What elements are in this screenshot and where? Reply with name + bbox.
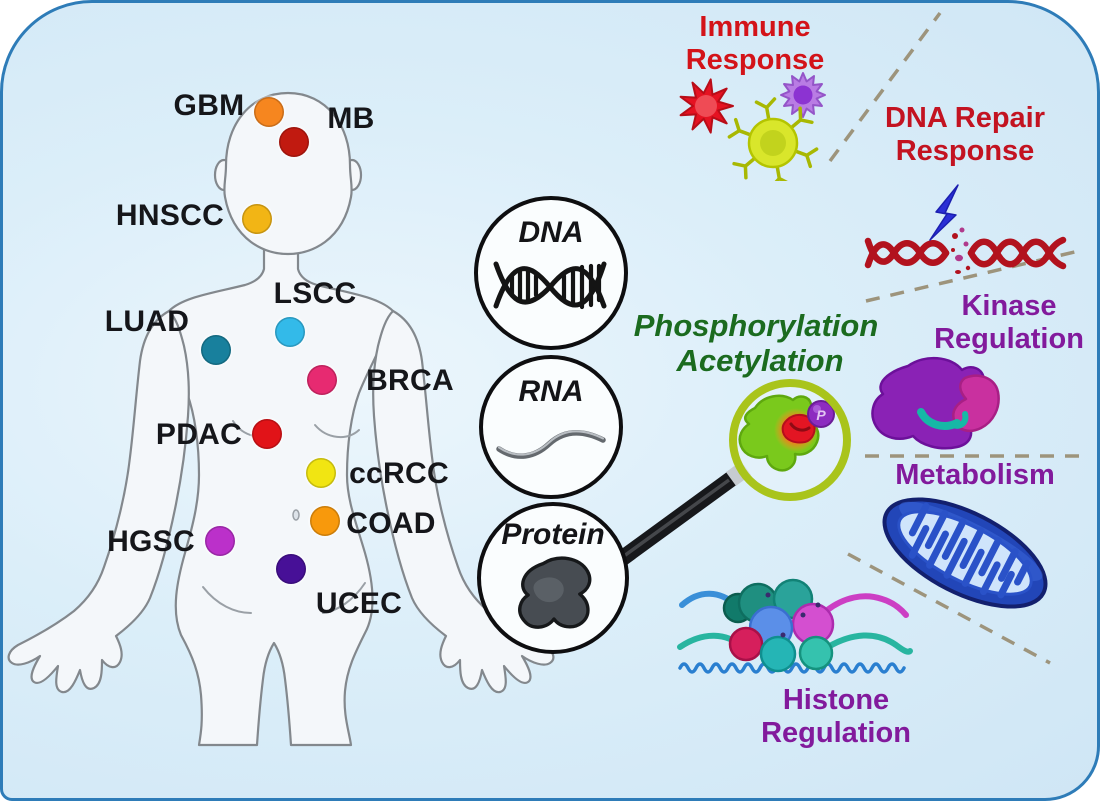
heading-metabolism: Metabolism xyxy=(895,459,1055,491)
mitochondrion-icon xyxy=(882,497,1048,609)
cancer-label-luad: LUAD xyxy=(104,305,190,338)
cancer-label-ucec: UCEC xyxy=(315,587,403,620)
phospho-badge: P xyxy=(807,400,835,428)
cancer-label-hnscc: HNSCC xyxy=(115,199,225,232)
omics-node-dna: DNA xyxy=(474,196,628,350)
cancer-dot-mb xyxy=(279,127,309,157)
heading-dna-repair-response: DNA Repair Response xyxy=(884,102,1046,167)
dna-label: DNA xyxy=(518,216,584,249)
dna-helix-icon xyxy=(493,261,607,310)
dna-damage-icon xyxy=(864,184,1067,274)
phospho-badge-label: P xyxy=(816,407,826,423)
protein-blob-icon xyxy=(518,556,592,629)
cancer-dot-brca xyxy=(307,365,337,395)
cancer-dot-luad xyxy=(201,335,231,365)
cancer-dot-lscc xyxy=(275,317,305,347)
ptm-acetylation-label: Acetylation xyxy=(676,343,844,378)
omics-node-protein: Protein xyxy=(477,502,629,654)
heading-histone-regulation: Histone Regulation xyxy=(761,684,911,749)
cancer-label-coad: COAD xyxy=(346,507,436,540)
nucleosome-icon xyxy=(677,578,913,674)
protein-label: Protein xyxy=(501,518,605,551)
cancer-label-pdac: PDAC xyxy=(155,418,243,451)
cancer-dot-hgsc xyxy=(205,526,235,556)
cancer-label-ccrcc: ccRCC xyxy=(349,457,449,490)
rna-label: RNA xyxy=(518,375,584,408)
heading-immune-response: Immune Response xyxy=(685,11,825,76)
cancer-dot-pdac xyxy=(252,419,282,449)
cancer-label-gbm: GBM xyxy=(173,89,245,122)
divider-immune-dnarepair xyxy=(828,11,942,163)
cancer-label-mb: MB xyxy=(327,102,375,135)
kinase-protein-icon xyxy=(871,356,1000,450)
cancer-dot-ccrcc xyxy=(306,458,336,488)
cancer-label-hgsc: HGSC xyxy=(107,525,195,558)
cancer-label-lscc: LSCC xyxy=(273,277,357,310)
divider-metabolism-histone xyxy=(847,552,1051,665)
ptm-phosphorylation-label: Phosphorylation xyxy=(633,308,879,343)
cancer-label-brca: BRCA xyxy=(366,364,454,397)
omics-node-rna: RNA xyxy=(479,355,623,499)
cancer-dot-coad xyxy=(310,506,340,536)
heading-kinase-regulation: Kinase Regulation xyxy=(934,290,1084,355)
immune-cells-icon xyxy=(679,72,826,181)
magnifier-icon: P xyxy=(601,379,851,576)
magnifier-rim xyxy=(729,379,851,501)
rna-strand-icon xyxy=(496,430,606,459)
cancer-dot-hnscc xyxy=(242,204,272,234)
cancer-dot-gbm xyxy=(254,97,284,127)
cancer-dot-ucec xyxy=(276,554,306,584)
